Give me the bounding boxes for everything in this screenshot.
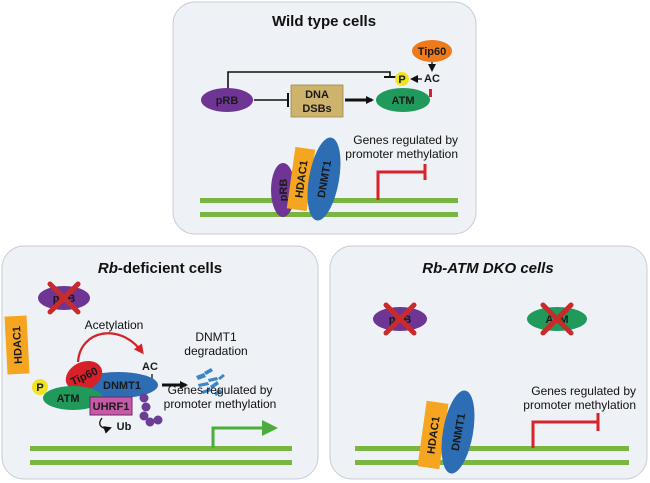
prb-node <box>201 88 253 112</box>
repressor-complex: pRB HDAC1 DNMT1 <box>271 137 341 221</box>
x-mark <box>540 302 574 336</box>
degraded-fragments <box>196 368 225 396</box>
promoter-blocked <box>376 170 425 200</box>
dna-strand-top <box>30 446 292 451</box>
panel-rb-deficient: Rb-deficient cells pRB HDAC1 Acetylation… <box>1 245 319 480</box>
panel-wild-type: Wild type cells Tip60 AC P pRB DNA DSBs … <box>172 1 477 235</box>
hdac1-node <box>4 315 30 375</box>
acetylation-label: Acetylation <box>85 318 144 332</box>
complex-hdac1-label: HDAC1 <box>293 160 310 199</box>
tip60-node <box>412 40 452 62</box>
atm-label: ATM <box>391 95 414 107</box>
hdac1-label: HDAC1 <box>11 326 25 364</box>
panel-title: Wild type cells <box>272 13 376 30</box>
genes-text-2: promoter methylation <box>345 147 458 161</box>
degradation-label-1: DNMT1 <box>195 330 237 344</box>
panel-background <box>172 1 477 235</box>
panel-background <box>1 245 319 480</box>
ubiquitin-chain <box>139 393 163 427</box>
atm-node <box>43 386 103 410</box>
prb-label: pRB <box>216 95 239 107</box>
phospho-node <box>32 379 48 395</box>
complex-dnmt1 <box>307 137 341 221</box>
dnmt1-label: DNMT1 <box>103 380 141 392</box>
title-rest: -deficient cells <box>118 260 222 277</box>
acetyl-mark <box>429 89 432 97</box>
dna-strand-top <box>355 446 629 451</box>
genes-text-1: Genes regulated by <box>531 384 636 398</box>
acetylation-arrow <box>76 332 144 363</box>
promoter-active <box>211 426 262 448</box>
dna-strand-bottom <box>200 212 458 217</box>
tip60-label: Tip60 <box>418 46 447 58</box>
dna-strand-bottom <box>30 460 292 465</box>
ac-label: AC <box>424 73 440 85</box>
uhrf1-label: UHRF1 <box>93 401 130 413</box>
prb-inhibit-line <box>227 71 391 90</box>
repressor-complex: HDAC1 DNMT1 <box>417 390 475 474</box>
complex-hdac1-label: HDAC1 <box>425 416 442 455</box>
complex-dnmt1 <box>441 390 475 474</box>
atm-label: ATM <box>56 393 79 405</box>
ub-label: Ub <box>117 421 132 433</box>
promoter-blocked <box>531 420 598 448</box>
atm-node <box>376 88 430 112</box>
dna-dsbs-label-2: DSBs <box>302 103 331 115</box>
phospho-label: P <box>398 74 405 86</box>
complex-hdac1 <box>417 400 449 470</box>
panel-title: Rb-deficient cells <box>98 260 222 277</box>
uhrf1-node <box>89 396 133 416</box>
tip60-node <box>65 360 103 392</box>
degradation-label-2: degradation <box>184 344 247 358</box>
panel-background <box>329 245 648 480</box>
promoter-arrowhead <box>262 420 278 436</box>
genes-text-2: promoter methylation <box>523 398 636 412</box>
ub-arrow <box>99 417 112 434</box>
phospho-node <box>395 72 409 86</box>
x-mark <box>47 281 81 315</box>
dna-strand-bottom <box>355 460 629 465</box>
ac-label: AC <box>142 361 158 373</box>
genes-text-1: Genes regulated by <box>353 133 458 147</box>
panel-title: Rb-ATM DKO cells <box>422 260 553 277</box>
complex-prb-label: pRB <box>278 179 290 202</box>
title-italic: Rb <box>98 260 118 277</box>
dna-dsbs-box <box>290 84 344 118</box>
genes-text-1: Genes regulated by <box>168 383 273 397</box>
panel-dko: Rb-ATM DKO cells pRB ATM Genes regulated… <box>329 245 648 480</box>
genes-text-2: promoter methylation <box>164 397 277 411</box>
x-mark <box>383 302 417 336</box>
dna-dsbs-label-1: DNA <box>305 89 329 101</box>
phospho-label: P <box>36 382 43 394</box>
